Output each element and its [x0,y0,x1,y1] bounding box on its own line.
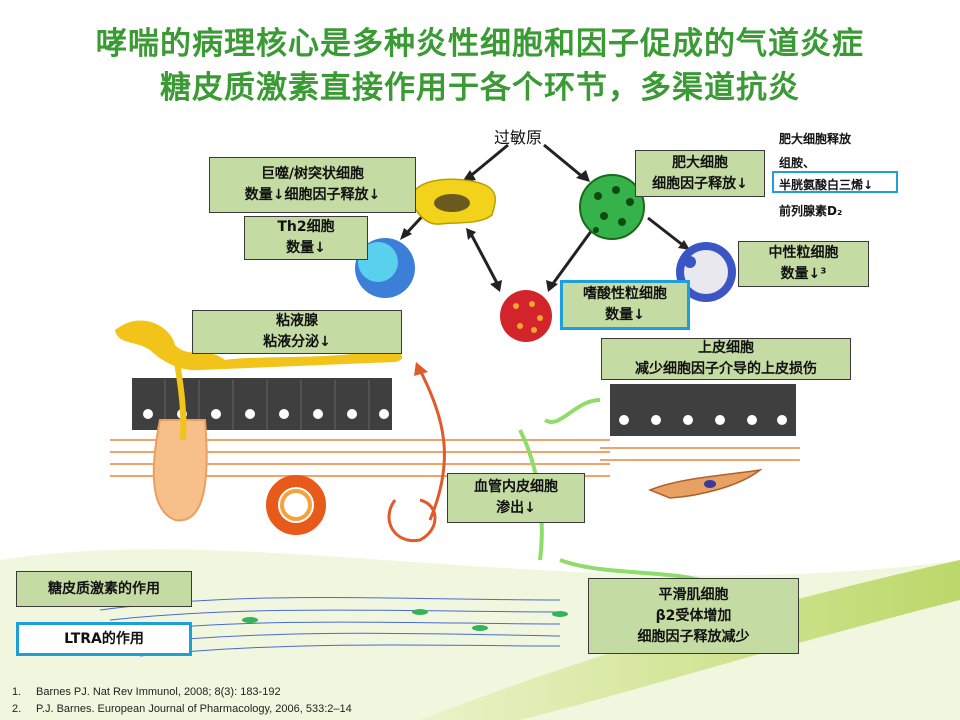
ltra-target-highlight [772,171,898,193]
smooth-muscle-box-effect2: 细胞因子释放减少 [637,628,750,645]
mast-box-effect: 细胞因子释放↓ [652,175,748,192]
mediator-line4: 前列腺素D₂ [779,204,843,218]
th2-box-effect: 数量↓ [286,240,326,256]
smooth-muscle-box: 平滑肌细胞 β2受体增加 细胞因子释放减少 [588,578,799,654]
mediator-line2: 组胺、 [779,156,816,170]
reference-1-text: Barnes PJ. Nat Rev Immunol, 2008; 8(3): … [36,686,281,698]
mucus-box-title: 粘液腺 [276,313,318,329]
vascular-box: 血管内皮细胞 渗出↓ [447,473,585,523]
reference-2-text: P.J. Barnes. European Journal of Pharmac… [36,703,352,715]
allergen-arrows [402,143,685,286]
page-title-line1: 哮喘的病理核心是多种炎性细胞和因子促成的气道炎症 [96,26,864,62]
eosinophil-box-title: 嗜酸性粒细胞 [583,286,667,302]
eosinophil-cell [500,290,552,342]
neutrophil-box-title: 中性粒细胞 [768,245,839,261]
reference-1: 1. Barnes PJ. Nat Rev Immunol, 2008; 8(3)… [12,686,281,698]
macrophage-box-effect: 数量↓细胞因子释放↓ [244,187,381,203]
epithelial-box-title: 上皮细胞 [698,340,754,356]
legend-ltra-label: LTRA的作用 [64,630,144,647]
epithelial-box-effect: 减少细胞因子介导的上皮损伤 [635,361,817,377]
mast-cell-box: 肥大细胞 细胞因子释放↓ [635,150,765,197]
legend-ltra: LTRA的作用 [16,622,192,656]
th2-box: Th2细胞 数量↓ [244,216,368,260]
neutrophil-box-effect: 数量↓³ [780,266,827,282]
th2-box-title: Th2细胞 [277,219,335,235]
epithelial-box: 上皮细胞 减少细胞因子介导的上皮损伤 [601,338,851,380]
smooth-muscle-box-title: 平滑肌细胞 [658,586,729,603]
legend-glucocorticoid-label: 糖皮质激素的作用 [48,580,160,597]
mucus-gland-box: 粘液腺 粘液分泌↓ [192,310,402,354]
migration-arrow [418,369,446,521]
mucus-box-effect: 粘液分泌↓ [263,334,331,350]
reference-1-number: 1. [12,686,22,698]
eosinophil-box: 嗜酸性粒细胞 数量↓ [560,280,690,330]
vascular-box-title: 血管内皮细胞 [474,479,558,495]
macrophage-box-title: 巨噬/树突状细胞 [260,166,365,182]
reference-2-number: 2. [12,703,22,715]
mucus-gland [152,419,208,522]
mucus-duct [172,349,187,441]
connective-tissue-left [110,439,800,477]
allergen-label: 过敏原 [494,128,543,147]
macrophage-box: 巨噬/树突状细胞 数量↓细胞因子释放↓ [209,157,416,213]
epithelium-left [132,378,392,430]
blood-vessel [266,475,326,535]
vascular-box-effect: 渗出↓ [496,500,536,516]
page-title-line2: 糖皮质激素直接作用于各个环节，多渠道抗炎 [160,70,800,106]
mucus-secretion [115,320,403,371]
reference-2: 2. P.J. Barnes. European Journal of Pharm… [12,703,352,715]
mast-cell [579,174,645,240]
eosinophil-box-effect: 数量↓ [605,307,645,323]
mediator-line3: 半胱氨酸白三烯↓ [779,178,874,192]
neutrophil-box: 中性粒细胞 数量↓³ [738,241,869,287]
mediator-line1: 肥大细胞释放 [779,132,852,146]
smooth-muscle-box-effect1: β2受体增加 [655,607,732,624]
mast-box-title: 肥大细胞 [672,154,728,171]
epithelium-right [610,384,796,436]
legend-glucocorticoid: 糖皮质激素的作用 [16,571,192,607]
